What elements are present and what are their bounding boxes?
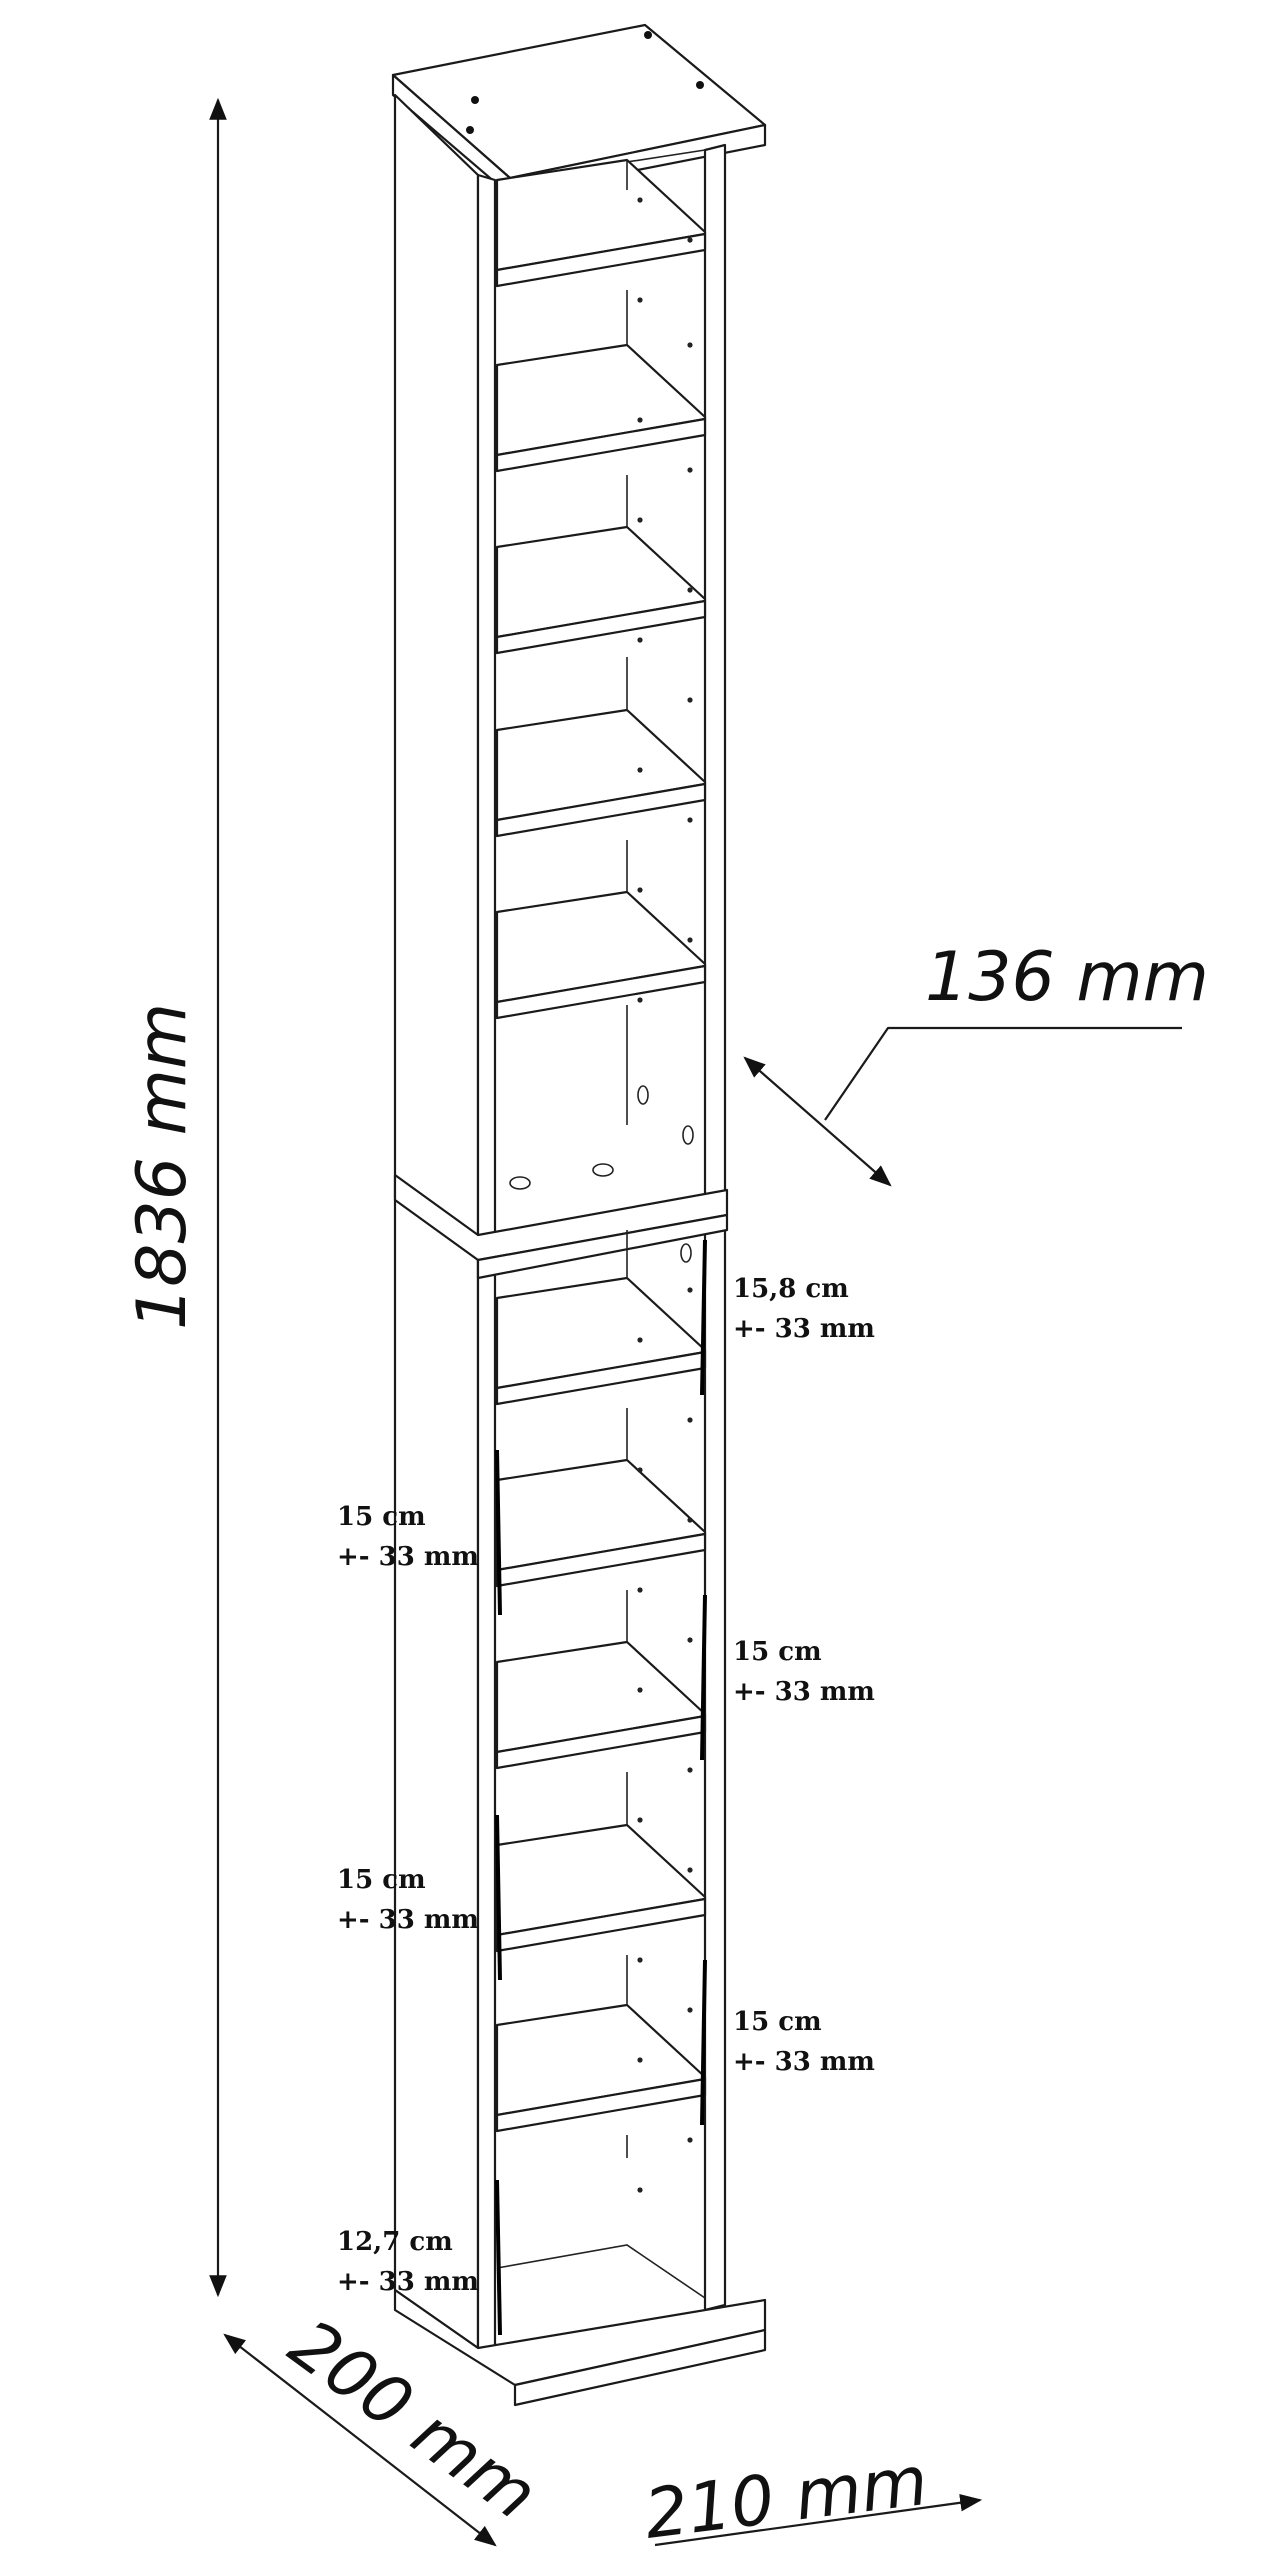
compartment-note-line1: 15 cm [337, 1502, 426, 1532]
base-panel-front [513, 2328, 767, 2407]
middle-joint-front [476, 1213, 729, 1280]
inner-depth-leader [824, 1026, 1182, 1121]
shelf-front-edge [495, 1532, 707, 1588]
compartment-note-line2: +- 33 mm [337, 1542, 479, 1572]
compartment-note-right-mid: 15 cm +- 33 mm [733, 1637, 875, 1707]
compartment-note-line2: +- 33 mm [337, 2267, 479, 2297]
inner-depth-dimension-arrow [743, 1056, 892, 1187]
shelf-front-edge [495, 782, 707, 838]
compartment-note-line1: 15,8 cm [733, 1274, 849, 1304]
compartment-note-line1: 15 cm [733, 2007, 822, 2037]
width-dimension-arrow [654, 2493, 983, 2547]
shelf-front-edge [495, 1897, 707, 1953]
compartment-note-right-top: 15,8 cm +- 33 mm [733, 1274, 875, 1344]
compartment-note-line2: +- 33 mm [733, 2047, 875, 2077]
shelf-front-edge [495, 1350, 707, 1406]
compartment-note-line1: 15 cm [733, 1637, 822, 1667]
depth-label: 200 mm [275, 2305, 551, 2536]
compartment-note-left-a: 15 cm +- 33 mm [337, 1502, 479, 1572]
shelf-front-edge [495, 232, 707, 288]
shelves [495, 158, 707, 2133]
shelf-front-edge [495, 2077, 707, 2133]
compartment-note-line2: +- 33 mm [733, 1314, 875, 1344]
shelf-front-edge [495, 964, 707, 1020]
inner-depth-label: 136 mm [925, 938, 1209, 1017]
compartment-note-left-bottom: 12,7 cm +- 33 mm [337, 2227, 479, 2297]
shelf-front-edge [495, 417, 707, 473]
height-label: 1836 mm [123, 1003, 202, 1330]
shelf-front-edge [495, 599, 707, 655]
shelf-unit [391, 23, 767, 2407]
shelf-front-edge [495, 1714, 707, 1770]
depth-dimension-arrow [223, 2333, 497, 2547]
compartment-note-line2: +- 33 mm [337, 1905, 479, 1935]
compartment-note-line2: +- 33 mm [733, 1677, 875, 1707]
compartment-note-left-b: 15 cm +- 33 mm [337, 1865, 479, 1935]
compartment-note-line1: 12,7 cm [337, 2227, 453, 2257]
compartment-note-right-bottom: 15 cm +- 33 mm [733, 2007, 875, 2077]
compartment-note-line1: 15 cm [337, 1865, 426, 1895]
width-label: 210 mm [640, 2442, 931, 2555]
